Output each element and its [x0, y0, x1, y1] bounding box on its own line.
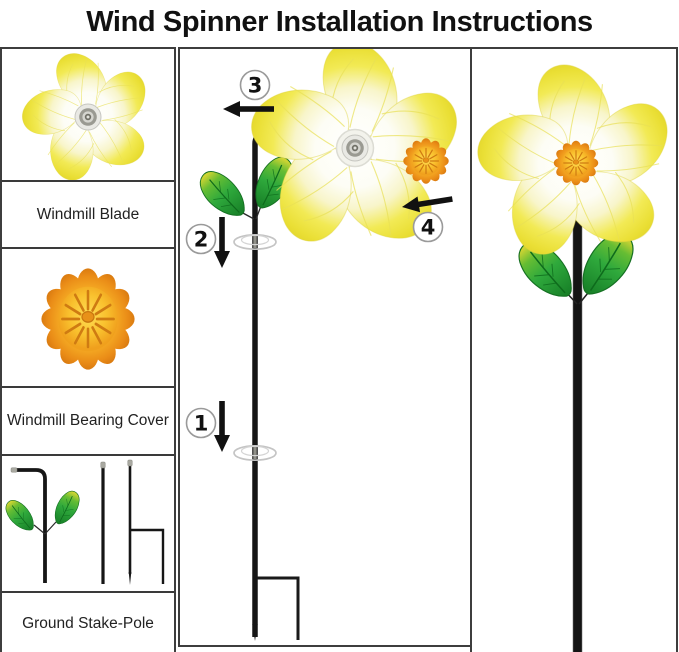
step-3-number: 3 [248, 74, 263, 98]
stake-step-arm [257, 576, 300, 640]
step-3-marker [239, 69, 271, 101]
part-label-bearing-cover: Windmill Bearing Cover [2, 386, 174, 454]
hook-pole [16, 468, 47, 583]
step-2-number: 2 [194, 228, 209, 252]
spinner-pole [572, 188, 583, 652]
bearing-cover-image [2, 247, 174, 386]
step-4-number: 4 [421, 216, 436, 240]
pole-tip-icon [127, 459, 133, 467]
windmill-blade-image [2, 49, 174, 180]
bearing-hub-icon [341, 134, 369, 162]
leaf-stem [44, 521, 57, 535]
leaf-stem [33, 524, 46, 535]
page-title: Wind Spinner Installation Instructions [86, 5, 593, 38]
step-1-number: 1 [194, 412, 209, 436]
step-2-marker [185, 223, 217, 255]
result-panel [470, 47, 678, 652]
step-1-arrow-icon [214, 401, 230, 452]
ground-stake-image [2, 454, 174, 591]
stake-point [128, 572, 132, 585]
step-2-arrow-icon [214, 217, 230, 268]
bearing-cover-illustration [2, 249, 174, 386]
part-label-ground-stake: Ground Stake-Pole [2, 591, 174, 652]
ground-stake-illustration [2, 459, 165, 585]
pole-joint [253, 235, 257, 248]
bearing-hub-icon [74, 103, 102, 131]
parts-panel: Windmill Blade Windmill Bearing Cover [0, 47, 176, 652]
pole-point [252, 624, 258, 641]
pole-joint [253, 446, 257, 459]
step-4-marker [412, 211, 444, 243]
pole-tip-icon [10, 467, 18, 473]
windmill-blade-illustration [17, 53, 155, 180]
part-label-windmill-blade: Windmill Blade [2, 180, 174, 247]
leaf-icon [47, 487, 86, 529]
pole-tip-icon [100, 461, 106, 469]
assembly-diagram: 3 2 1 4 [185, 49, 460, 641]
leaf-icon [2, 495, 41, 536]
stake-step-arm [130, 528, 165, 584]
assembly-panel: 3 2 1 4 [178, 47, 470, 647]
assembled-spinner-illustration [472, 61, 676, 652]
step-1-marker [185, 407, 217, 439]
leaf-stem [255, 205, 262, 220]
